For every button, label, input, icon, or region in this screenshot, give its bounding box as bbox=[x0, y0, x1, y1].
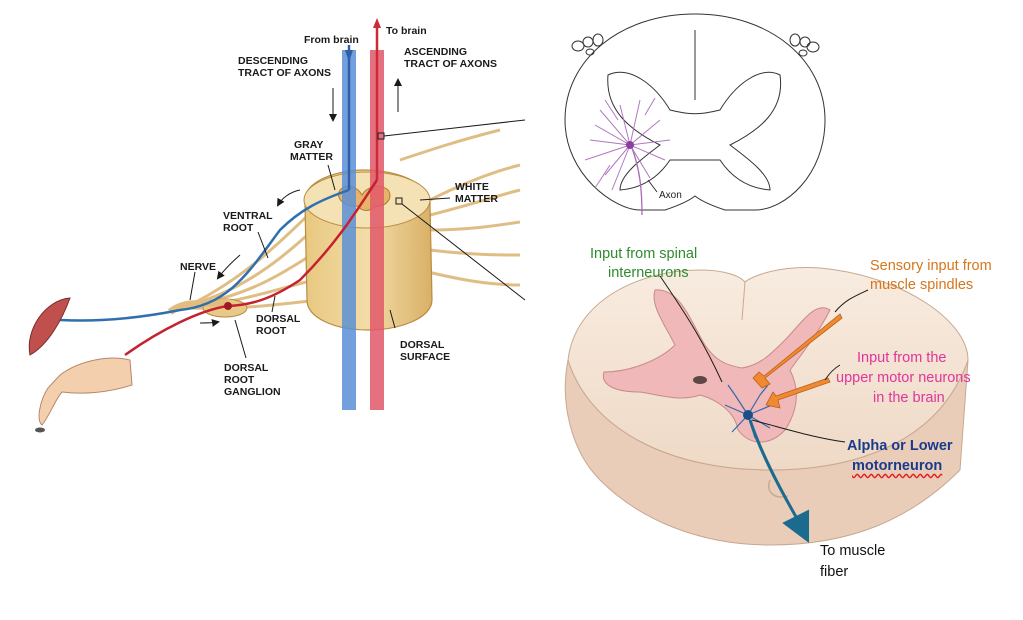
label-upper-2: upper motor neurons bbox=[836, 370, 971, 386]
label-axon: Axon bbox=[659, 190, 682, 201]
hand-icon bbox=[38, 357, 133, 426]
label-nerve: NERVE bbox=[180, 261, 216, 273]
label-ganglion-2: ROOT bbox=[224, 374, 255, 386]
left-leaders bbox=[189, 78, 526, 359]
label-ganglion-3: GANGLION bbox=[224, 386, 281, 398]
block-dorsal-notch bbox=[741, 281, 746, 321]
label-interneurons-2: interneurons bbox=[608, 265, 689, 281]
upper-motor-arrow bbox=[765, 377, 831, 409]
cross-section-outline bbox=[564, 13, 826, 211]
motor-axon-blue bbox=[59, 188, 350, 322]
motor-axon-to-fiber bbox=[748, 419, 810, 544]
label-ascending-2: TRACT OF AXONS bbox=[404, 58, 497, 70]
pin-icon bbox=[35, 427, 45, 433]
label-fiber-2: fiber bbox=[820, 564, 849, 580]
spindle-arrow bbox=[752, 313, 843, 389]
label-from-brain: From brain bbox=[304, 34, 359, 46]
label-dorsal-surface-2: SURFACE bbox=[400, 351, 450, 363]
motoneuron-axon bbox=[631, 147, 643, 216]
label-fiber-1: To muscle bbox=[820, 543, 886, 559]
label-spindles-1: Sensory input from bbox=[870, 258, 992, 274]
label-ganglion-1: DORSAL bbox=[224, 362, 269, 374]
label-descending-1: DESCENDING bbox=[238, 55, 308, 67]
label-descending-2: TRACT OF AXONS bbox=[238, 67, 331, 79]
label-dorsal-surface-1: DORSAL bbox=[400, 339, 445, 351]
cross-section-nerve-bundles bbox=[571, 33, 820, 57]
label-ascending-1: ASCENDING bbox=[404, 46, 467, 58]
label-gray-1: GRAY bbox=[294, 139, 323, 151]
label-alpha-1: Alpha or Lower bbox=[847, 438, 953, 454]
label-white-2: MATTER bbox=[455, 193, 498, 205]
label-to-brain: To brain bbox=[386, 25, 427, 37]
label-upper-1: Input from the bbox=[857, 350, 947, 366]
label-dorsal-root-2: ROOT bbox=[256, 325, 287, 337]
to-brain-arrowhead bbox=[373, 18, 381, 28]
label-ventral-1: VENTRAL bbox=[223, 210, 273, 222]
label-upper-3: in the brain bbox=[873, 390, 945, 406]
axon-leader bbox=[647, 179, 658, 193]
ascending-tract bbox=[370, 50, 384, 410]
muscle-icon bbox=[28, 297, 71, 356]
nerve-trunk bbox=[167, 298, 231, 315]
ganglion-cell bbox=[224, 302, 232, 310]
motoneuron-soma bbox=[626, 141, 634, 149]
label-gray-2: MATTER bbox=[290, 151, 333, 163]
alpha-motoneuron-soma bbox=[743, 410, 753, 420]
motoneuron-dendrites bbox=[584, 97, 671, 191]
label-spindles-2: muscle spindles bbox=[870, 277, 974, 293]
descending-tract bbox=[342, 50, 356, 410]
right-leaders bbox=[659, 275, 869, 443]
label-ventral-2: ROOT bbox=[223, 222, 254, 234]
label-alpha-2: motorneuron bbox=[852, 458, 943, 474]
sensory-axon-red bbox=[124, 179, 379, 357]
label-white-1: WHITE bbox=[455, 181, 489, 193]
label-interneurons-1: Input from spinal bbox=[590, 246, 698, 262]
label-dorsal-root-1: DORSAL bbox=[256, 313, 301, 325]
from-brain-arrowhead bbox=[345, 50, 353, 62]
orange-input-arrows bbox=[752, 313, 843, 409]
central-canal bbox=[693, 376, 707, 384]
